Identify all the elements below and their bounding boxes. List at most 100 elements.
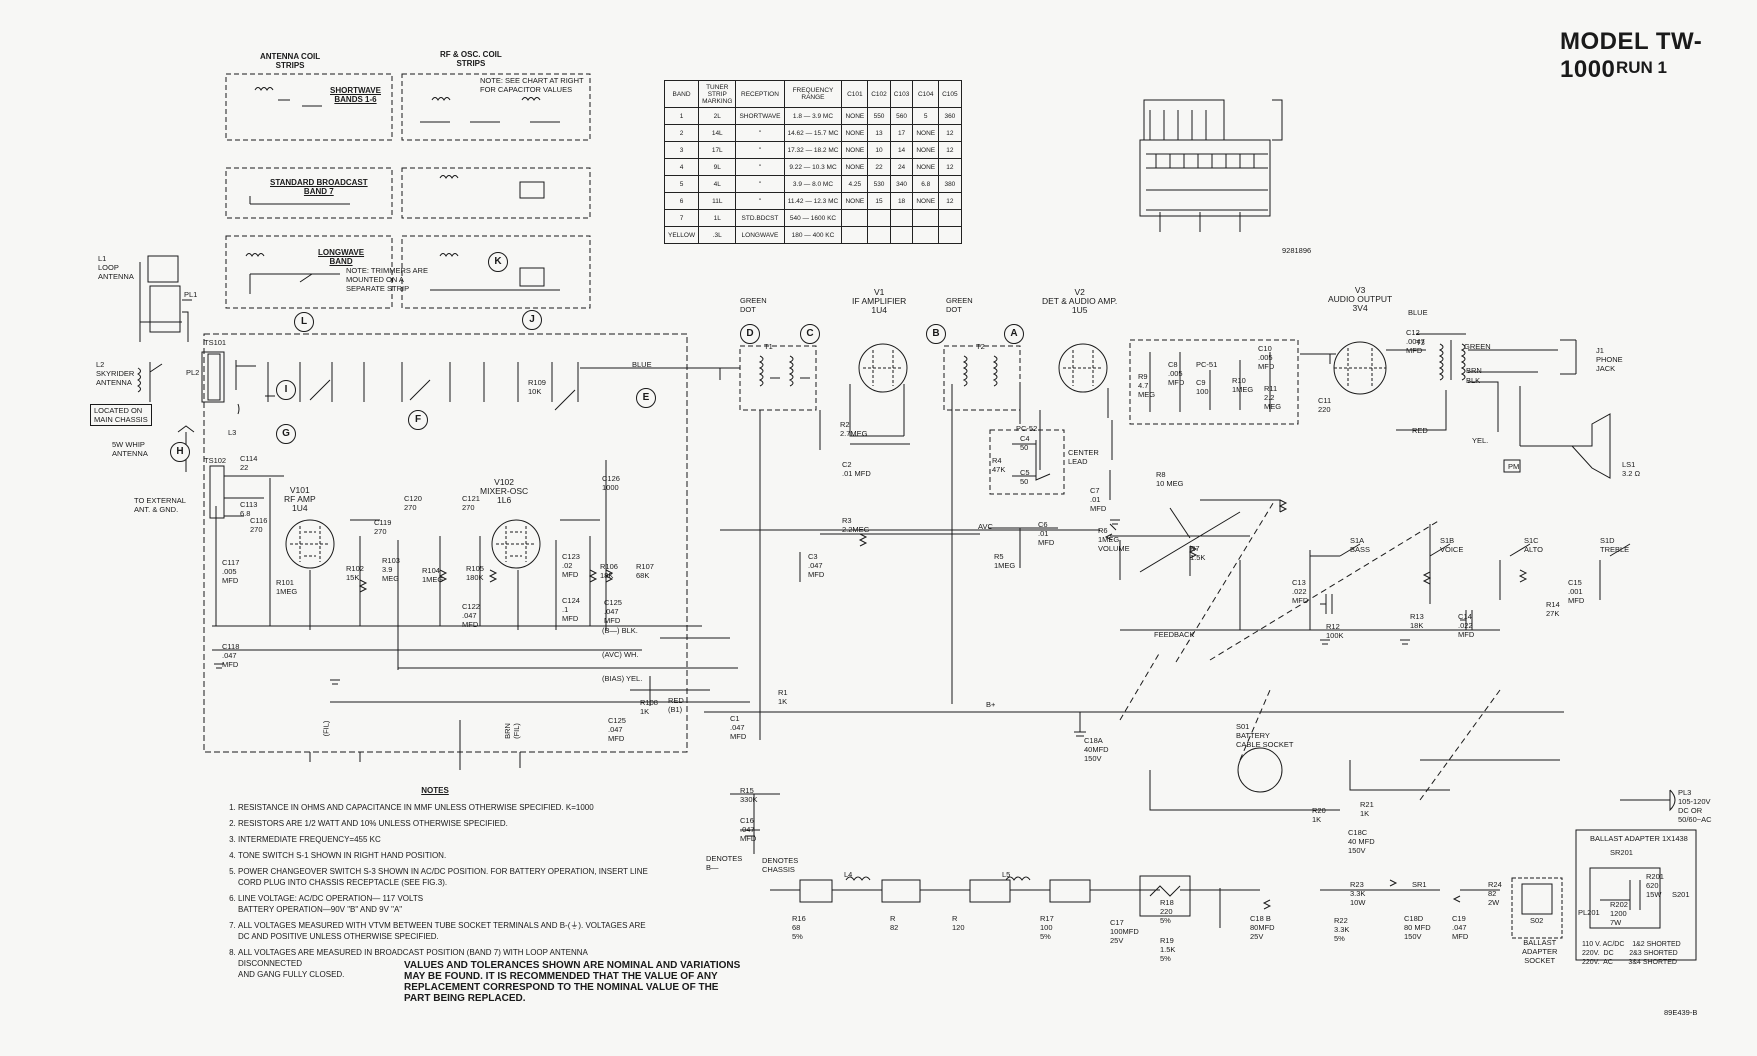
pc51-label: PC-51	[1196, 360, 1218, 369]
chart-cell: 17.32 — 18.2 MC	[783, 141, 843, 159]
chart-cell	[912, 226, 940, 244]
chart-cell: 3.9 — 8.0 MC	[783, 175, 843, 193]
bottom-drawing-number: 89E439-B	[1664, 1008, 1698, 1017]
chart-cell: "	[735, 124, 785, 142]
chart-cell: NONE	[912, 158, 940, 176]
denotes-b-minus-label: DENOTES B—	[706, 854, 743, 872]
chart-header-cell: BAND	[663, 80, 700, 108]
chart-cell: "	[735, 141, 785, 159]
note-item: INTERMEDIATE FREQUENCY=455 KC	[238, 834, 650, 845]
chart-cell: 9.22 — 10.3 MC	[783, 158, 843, 176]
t3-label: T3	[1416, 338, 1425, 347]
ts102-label: TS102	[204, 456, 227, 465]
r19-label: R19 1.5K 5%	[1160, 936, 1176, 963]
c18d-label: C18D 80 MFD 150V	[1404, 914, 1431, 941]
r109-label: R109 10K	[528, 378, 546, 396]
blk-wire-label: BLK	[1466, 376, 1481, 385]
chart-cell: 2L	[698, 107, 737, 125]
chart-cell: 14	[889, 141, 914, 159]
ballast-voltage-table: 110 V. AC/DC 1&2 SHORTED 220V. DC 2&3 SH…	[1582, 941, 1681, 966]
c6-label: C6 .01 MFD	[1038, 520, 1055, 547]
t2-label: T2	[976, 342, 985, 351]
r4-label: R4 47K	[992, 456, 1006, 474]
c1-label: C1 .047 MFD	[730, 714, 747, 741]
chart-cell: SHORTWAVE	[735, 107, 785, 125]
chart-cell	[889, 209, 914, 227]
callout-a: A	[1004, 324, 1024, 344]
c18c-label: C18C 40 MFD 150V	[1348, 828, 1375, 855]
r23-label: R23 3.3K 10W	[1350, 880, 1366, 907]
chart-cell: 1	[663, 107, 700, 125]
r2-label: R2 2.7MEG	[840, 420, 868, 438]
bias-yel-label: (BIAS) YEL.	[602, 674, 643, 683]
chart-cell: 3	[663, 141, 700, 159]
chart-cell: NONE	[841, 158, 869, 176]
r5-label: R5 1MEG	[994, 552, 1016, 570]
c114-label: C114 22	[240, 454, 258, 472]
note-item: RESISTORS ARE 1/2 WATT AND 10% UNLESS OT…	[238, 818, 650, 829]
callout-e: E	[636, 388, 656, 408]
chart-cell: 11L	[698, 192, 737, 210]
chart-cell: 4L	[698, 175, 737, 193]
r82-label: R 82	[890, 914, 899, 932]
r17-label: R17 100 5%	[1040, 914, 1054, 941]
chart-header-cell: TUNER STRIP MARKING	[698, 80, 737, 108]
callout-c: C	[800, 324, 820, 344]
c117-label: C117 .005 MFD	[222, 558, 240, 585]
ballast-socket-label: BALLAST ADAPTER SOCKET	[1522, 938, 1558, 965]
note-item: TONE SWITCH S-1 SHOWN IN RIGHT HAND POSI…	[238, 850, 650, 861]
c15-label: C15 .001 MFD	[1568, 578, 1585, 605]
b-minus-label: (B—) BLK.	[602, 626, 638, 635]
chart-cell	[867, 209, 891, 227]
c19-label: C19 .047 MFD	[1452, 914, 1469, 941]
r102-label: R102 15K	[346, 564, 364, 582]
chart-cell: .3L	[698, 226, 737, 244]
r10-label: R10 1MEG	[1232, 376, 1254, 394]
chart-cell: 10	[867, 141, 891, 159]
s1b-voice-label: S1B VOICE	[1440, 536, 1464, 554]
r22-label: R22 3.3K 5%	[1334, 916, 1350, 943]
s02-label: S02	[1530, 916, 1544, 925]
c119-label: C119 270	[374, 518, 392, 536]
c13-label: C13 .022 MFD	[1292, 578, 1309, 605]
chart-cell: 5	[912, 107, 940, 125]
yel-wire-label: YEL.	[1472, 436, 1489, 445]
c7-label: C7 .01 MFD	[1090, 486, 1107, 513]
antenna-coil-strips-label: ANTENNA COIL STRIPS	[260, 52, 321, 70]
r12-label: R12 100K	[1326, 622, 1344, 640]
c9-label: C9 100	[1196, 378, 1209, 396]
sr201-label: SR201	[1610, 848, 1633, 857]
pl201-label: PL201	[1578, 908, 1600, 917]
chart-cell: 14L	[698, 124, 737, 142]
model-title: MODEL TW-1000	[1560, 28, 1703, 83]
c116-label: C116 270	[250, 516, 268, 534]
l5-label: L5	[1002, 870, 1011, 879]
r108-label: R108 1K	[640, 698, 658, 716]
c126-label: C126 1000	[602, 474, 620, 492]
chart-cell: 1.8 — 3.9 MC	[783, 107, 843, 125]
r103-label: R103 3.9 MEG	[382, 556, 400, 583]
v101-rf-amp-label: V101 RF AMP 1U4	[284, 485, 316, 513]
c3-label: C3 .047 MFD	[808, 552, 825, 579]
chart-cell: "	[735, 158, 785, 176]
c17-label: C17 100MFD 25V	[1110, 918, 1139, 945]
c5-label: C5 50	[1020, 468, 1030, 486]
pc52-label: PC-52	[1016, 424, 1038, 433]
chart-header-cell: RECEPTION	[735, 80, 785, 108]
s1c-alto-label: S1C ALTO	[1524, 536, 1543, 554]
chart-header-cell: C105	[938, 80, 962, 108]
note-item: LINE VOLTAGE: AC/DC OPERATION— 117 VOLTS…	[238, 893, 650, 915]
brn-wire-label: BRN	[1466, 366, 1482, 375]
chart-cell: NONE	[912, 141, 940, 159]
note-item: POWER CHANGEOVER SWITCH S-3 SHOWN IN AC/…	[238, 866, 650, 888]
c4-label: C4 50	[1020, 434, 1030, 452]
chart-cell	[912, 209, 940, 227]
chart-cell: 17	[889, 124, 914, 142]
r202-label: R202 1200 7W	[1610, 900, 1628, 927]
v2-det-audio-label: V2 DET & AUDIO AMP. 1U5	[1042, 287, 1118, 315]
chart-cell: 540 — 1600 KC	[783, 209, 843, 227]
chart-cell: 12	[938, 192, 962, 210]
